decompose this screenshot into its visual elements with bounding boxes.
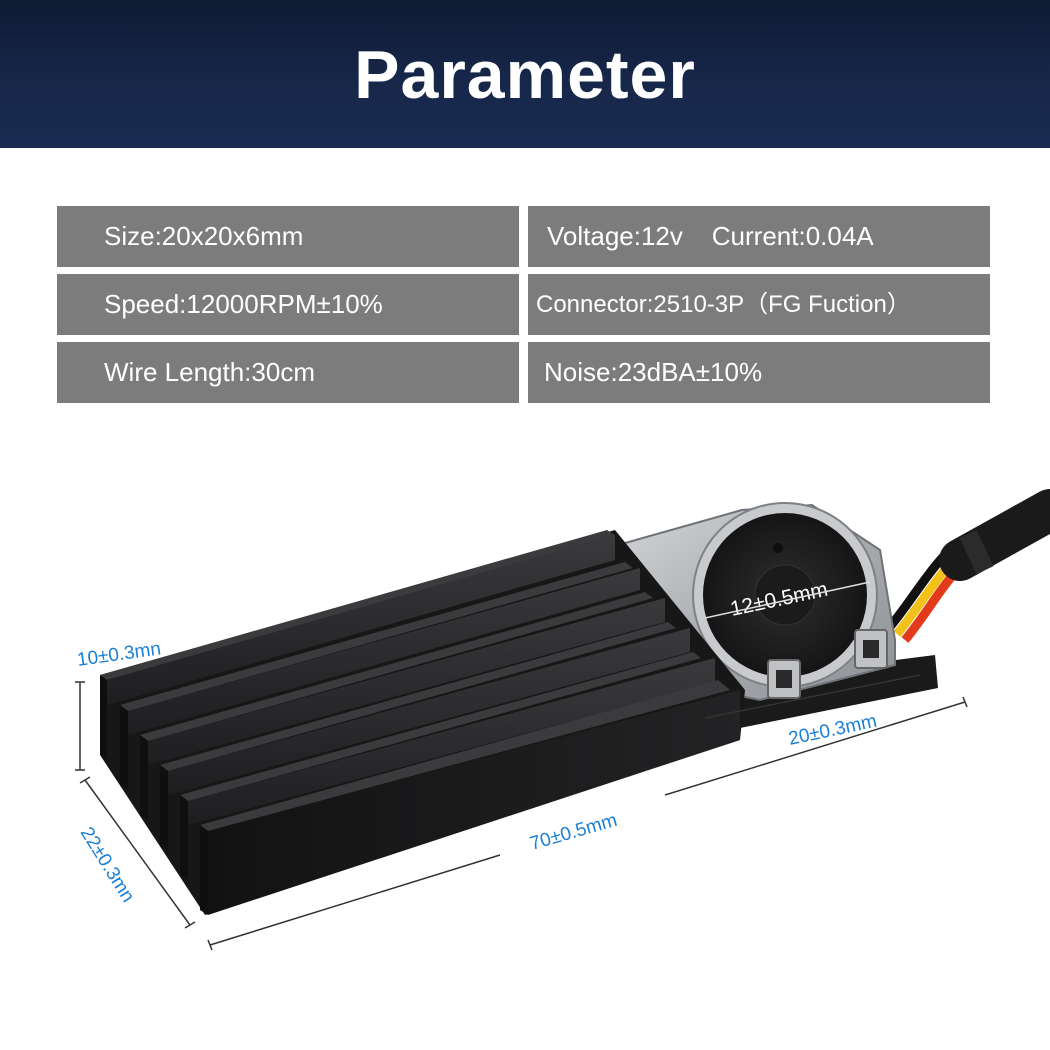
dimension-lines xyxy=(75,674,968,951)
page-title: Parameter xyxy=(354,37,696,113)
spec-table: Size:20x20x6mm Voltage:12v Current:0.04A… xyxy=(57,206,990,403)
header-banner: Parameter xyxy=(0,0,1050,148)
spec-noise: Noise:23dBA±10% xyxy=(528,342,990,403)
fan-assembly xyxy=(616,502,896,702)
spec-connector: Connector:2510-3P（FG Fuction） xyxy=(528,274,990,335)
spec-wire-length: Wire Length:30cm xyxy=(57,342,519,403)
spec-speed: Speed:12000RPM±10% xyxy=(57,274,519,335)
spec-voltage-current: Voltage:12v Current:0.04A xyxy=(528,206,990,267)
spec-size: Size:20x20x6mm xyxy=(57,206,519,267)
dim-width: 22±0.3mn xyxy=(76,824,139,907)
heatsink xyxy=(100,530,745,915)
product-illustration: 12±0.5mm 10±0.3mn 20±0.3mm 70±0.5mm 22±0… xyxy=(75,489,1050,951)
fan-cable xyxy=(885,489,1050,643)
dim-length: 70±0.5mm xyxy=(528,810,620,855)
dim-width-fan: 20±0.3mm xyxy=(787,711,879,750)
